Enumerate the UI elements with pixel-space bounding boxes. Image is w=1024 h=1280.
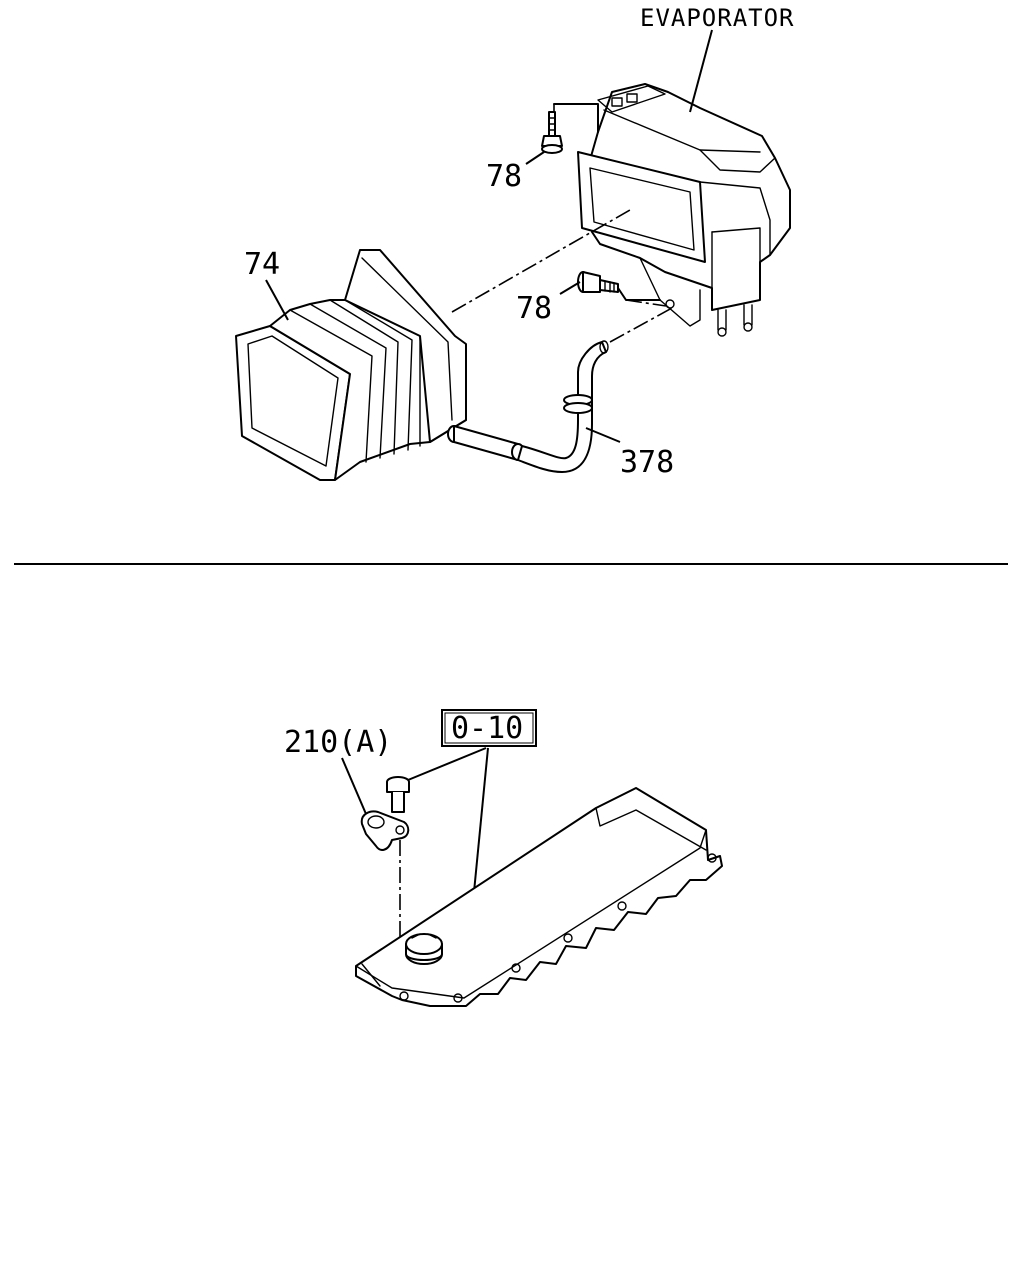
- callout-74: 74: [244, 247, 280, 282]
- callout-78-upper: 78: [486, 159, 522, 194]
- drain-hose: [447, 340, 609, 473]
- callout-210a: 210(A): [284, 725, 392, 760]
- duct-bellows: [235, 249, 467, 481]
- callout-78-lower: 78: [516, 291, 552, 326]
- evaporator-assembly: [577, 83, 791, 337]
- reference-box-label: 0-10: [451, 711, 523, 746]
- evaporator-label: EVAPORATOR: [640, 4, 795, 32]
- rocker-cover: [355, 787, 723, 1007]
- reference-box: 0-10: [441, 709, 537, 747]
- bolt-upper: [541, 111, 563, 154]
- callout-378: 378: [620, 445, 674, 480]
- cable-clip: [360, 810, 410, 851]
- bolt-lower: [577, 271, 619, 293]
- cover-bolt: [386, 776, 410, 813]
